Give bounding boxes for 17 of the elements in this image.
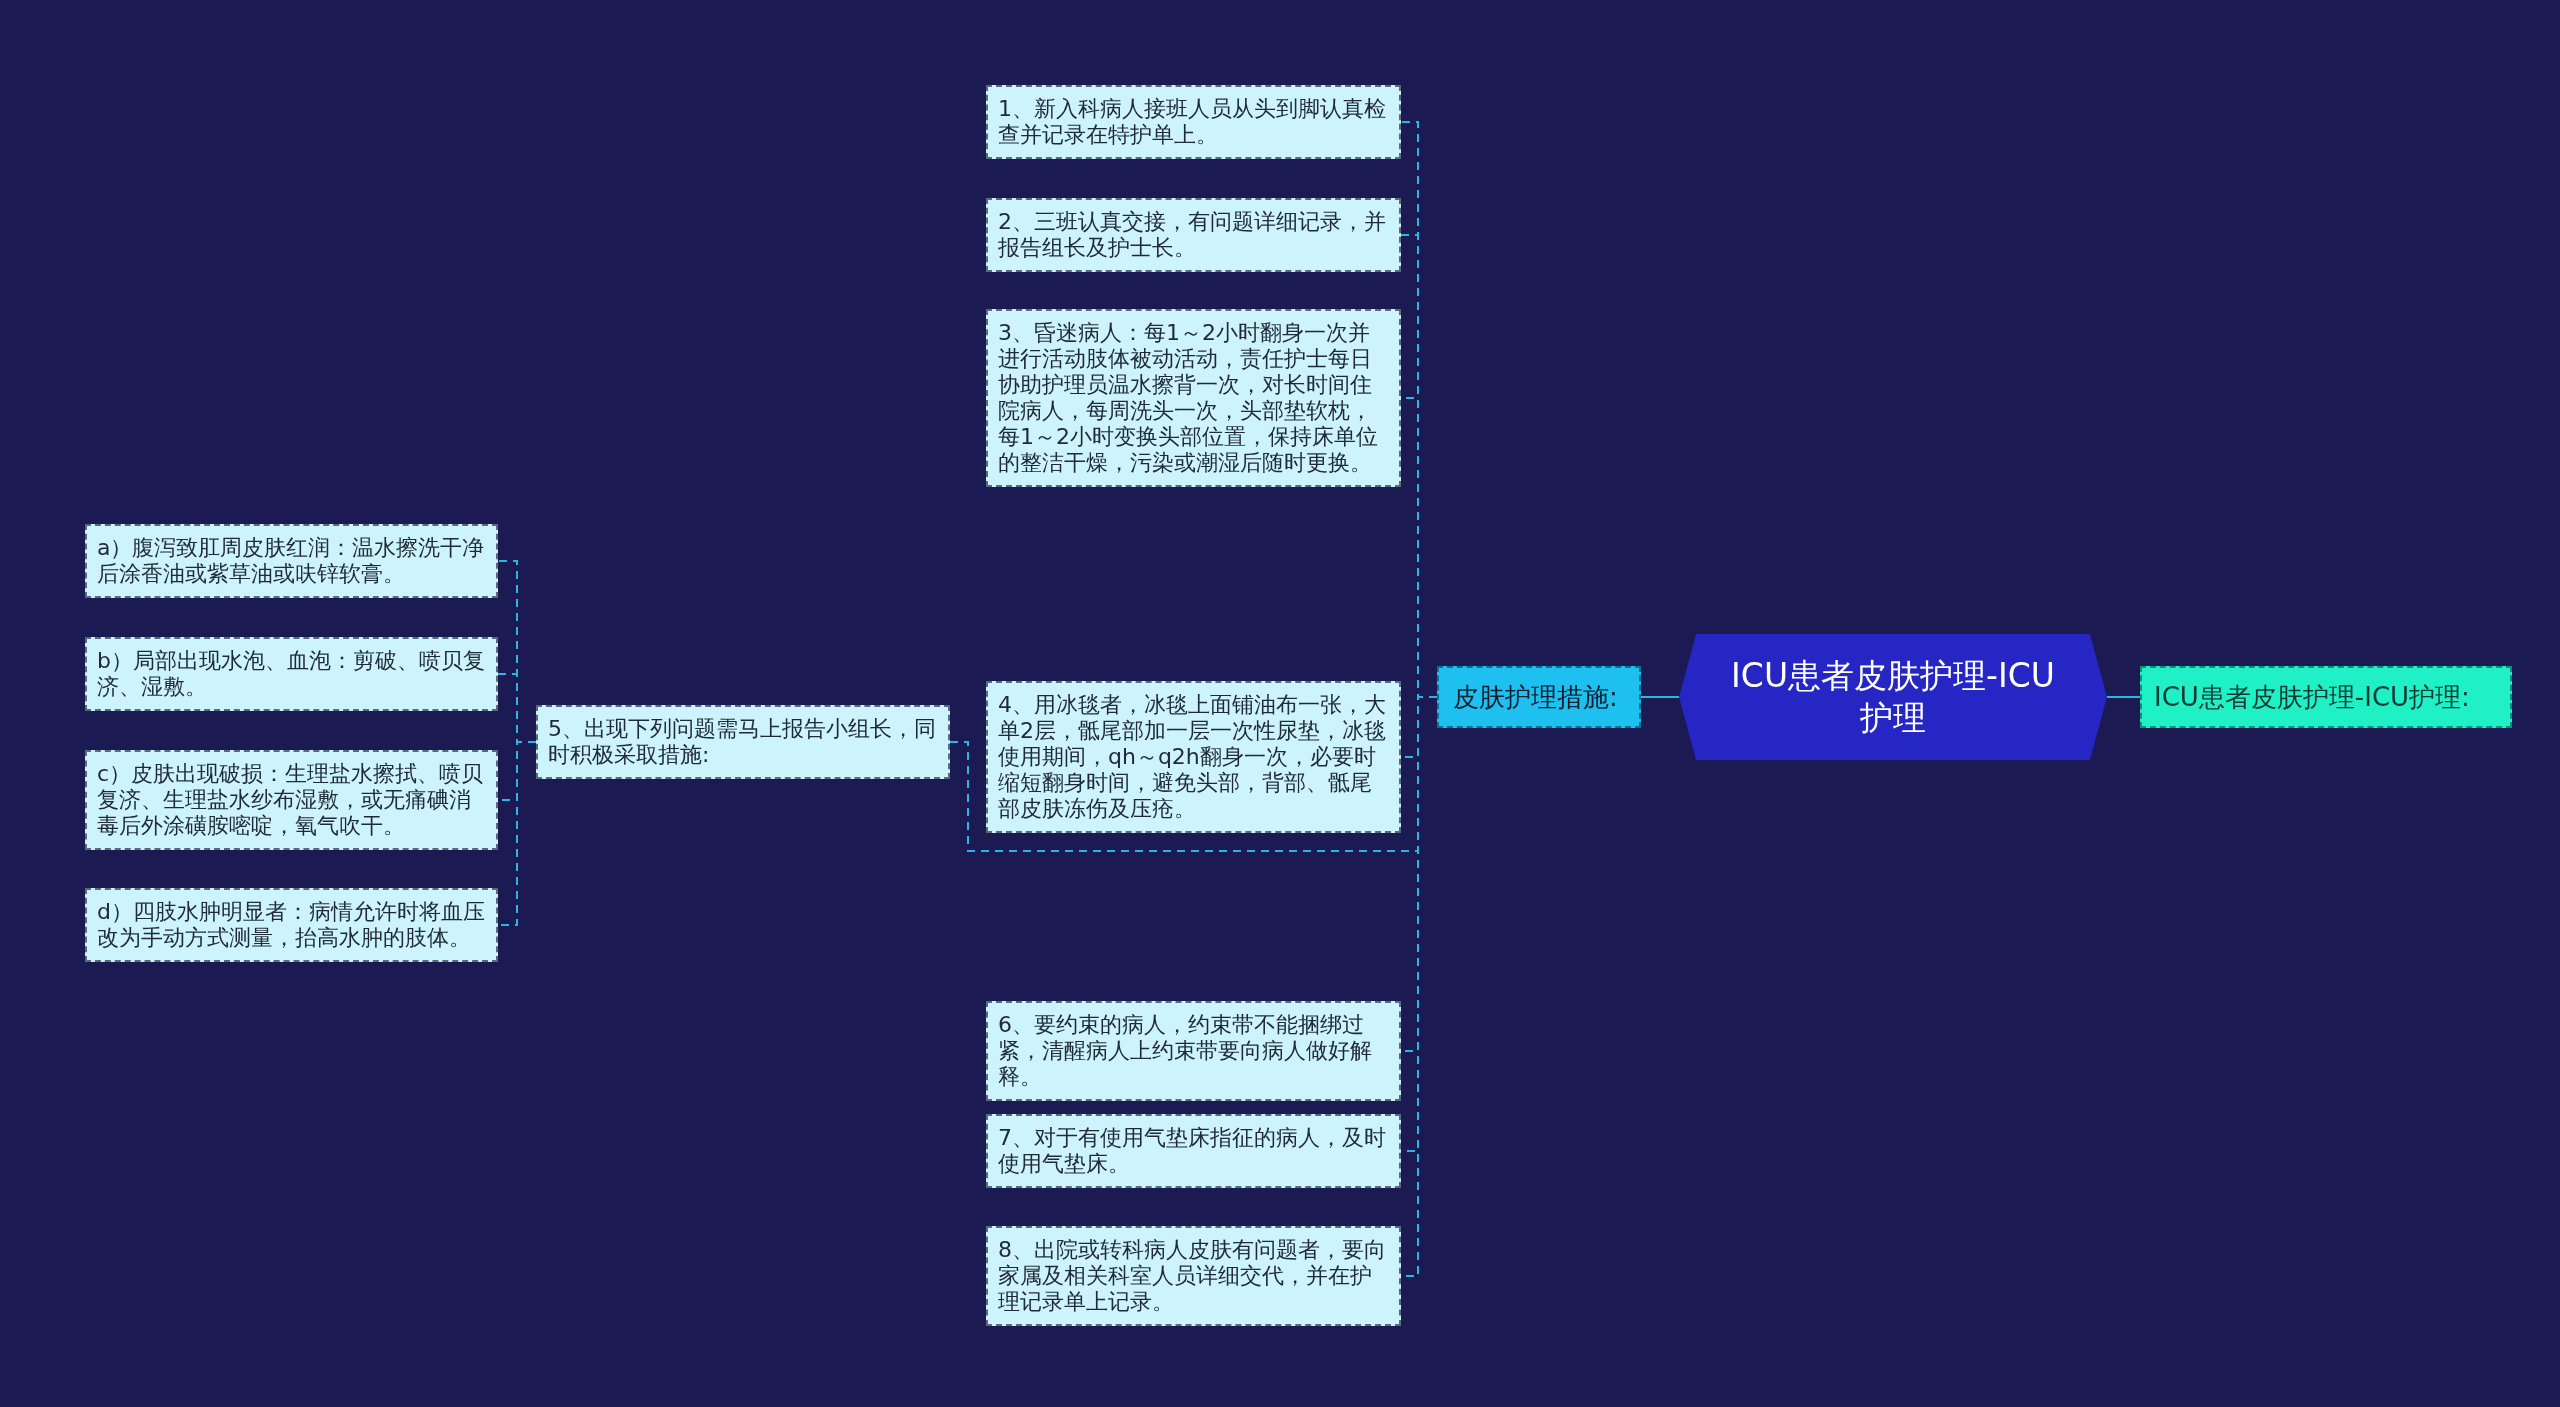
note-box: 6、要约束的病人，约束带不能捆绑过紧，清醒病人上约束带要向病人做好解释。 [986, 1001, 1401, 1101]
branch-topic: 皮肤护理措施: [1437, 666, 1641, 728]
note-box: b）局部出现水泡、血泡：剪破、喷贝复济、湿敷。 [85, 637, 498, 711]
note-box: 3、昏迷病人：每1～2小时翻身一次并进行活动肢体被动活动，责任护士每日协助护理员温水擦背一次，对长时间住院病人，每周洗头一次，头部垫软枕，每1～2小时变换头部位置，保持床单位的整洁干燥，污染或潮湿后随时更换。 [986, 309, 1401, 487]
note-box: 8、出院或转科病人皮肤有问题者，要向家属及相关科室人员详细交代，并在护理记录单上记录。 [986, 1226, 1401, 1326]
note-box: 7、对于有使用气垫床指征的病人，及时使用气垫床。 [986, 1114, 1401, 1188]
note-box: 5、出现下列问题需马上报告小组长，同时积极采取措施: [536, 705, 950, 779]
connector [1640, 696, 1680, 698]
note-box: 2、三班认真交接，有问题详细记录，并报告组长及护士长。 [986, 198, 1401, 272]
note-box: d）四肢水肿明显者：病情允许时将血压改为手动方式测量，抬高水肿的肢体。 [85, 888, 498, 962]
central-topic: ICU患者皮肤护理-ICU护理 [1679, 634, 2107, 760]
topic-box: ICU患者皮肤护理-ICU护理: [2140, 666, 2512, 728]
note-box: c）皮肤出现破损：生理盐水擦拭、喷贝复济、生理盐水纱布湿敷，或无痛碘消毒后外涂磺胺嘧啶，氧气吹干。 [85, 750, 498, 850]
note-box: 1、新入科病人接班人员从头到脚认真检查并记录在特护单上。 [986, 85, 1401, 159]
note-box: a）腹泻致肛周皮肤红润：温水擦洗干净后涂香油或紫草油或呋锌软膏。 [85, 524, 498, 598]
note-box: 4、用冰毯者，冰毯上面铺油布一张，大单2层，骶尾部加一层一次性尿垫，冰毯使用期间，qh～q2h翻身一次，必要时缩短翻身时间，避免头部，背部、骶尾部皮肤冻伤及压疮。 [986, 681, 1401, 833]
connector [2106, 696, 2141, 698]
